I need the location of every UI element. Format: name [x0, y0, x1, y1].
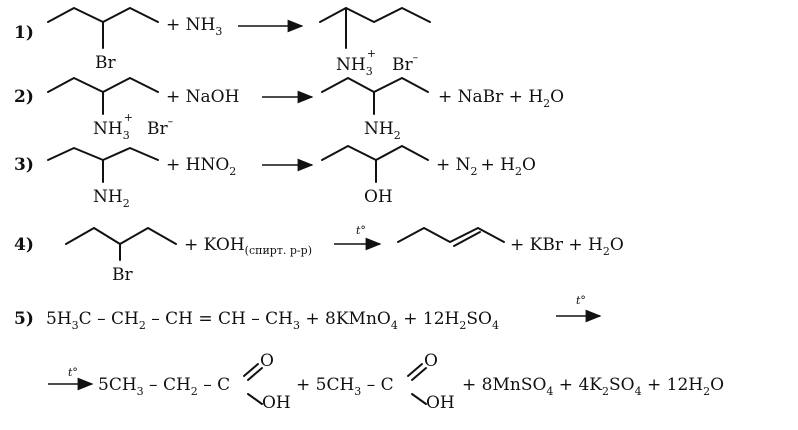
- reaction-1-reactant-br: Br: [95, 53, 116, 73]
- reaction-3-reactant-skeleton: [47, 147, 159, 161]
- reaction-4-product-double-bond: [453, 231, 481, 247]
- reaction-5-product-acetic-acid: + 5CH3 – C: [296, 375, 394, 398]
- reaction-5-product-propanoic-acid: 5CH3 – CH2 – C: [98, 375, 230, 398]
- reaction-1-product-bromide: Br–: [392, 51, 419, 75]
- reaction-2-reactant-ammonium: NH3+: [93, 111, 133, 142]
- reaction-2: 2) NH3+ Br– + NaOH NH2 + NaBr + H2O: [14, 77, 564, 142]
- reaction-5-continuation-condition: t°: [68, 366, 78, 379]
- reaction-2-label: 2): [14, 87, 34, 107]
- reaction-1-product-skeleton: [319, 7, 431, 23]
- reaction-5-p1-oxygen: O: [260, 351, 274, 371]
- reaction-1-product-ammonium: NH3+: [336, 47, 376, 78]
- reaction-3: 3) NH2 + HNO2 OH + N2+ H2O: [14, 145, 536, 210]
- reaction-2-reactant-bromide: Br–: [147, 115, 174, 139]
- reaction-2-reagent: + NaOH: [166, 87, 239, 107]
- reaction-5-reactants: 5H3C – CH2 – CH = CH – CH3 + 8KMnO4 + 12…: [46, 309, 499, 332]
- reaction-1-reagent: + NH3: [166, 15, 222, 38]
- reaction-4: 4) Br + KOH(спирт. р-р) t° + KBr + H2O: [14, 224, 624, 285]
- reaction-4-reagent: + KOH(спирт. р-р): [184, 235, 312, 257]
- reaction-5-p2-hydroxyl: OH: [426, 393, 455, 413]
- reaction-1: 1) Br + NH3 NH3+ Br–: [14, 7, 431, 78]
- reaction-4-reactant-skeleton: [65, 227, 177, 245]
- reaction-3-reagent: + HNO2: [166, 155, 236, 178]
- reaction-5-byproducts: + 8MnSO4 + 4K2SO4 + 12H2O: [462, 375, 724, 398]
- reaction-3-product-skeleton: [321, 145, 429, 161]
- reaction-4-condition: t°: [356, 224, 366, 237]
- reaction-4-label: 4): [14, 235, 34, 255]
- reaction-5-p2-double-bond-a: [407, 363, 423, 377]
- reaction-2-reactant-skeleton: [47, 77, 159, 93]
- reaction-5-p1-double-bond-b: [247, 367, 263, 381]
- reaction-3-product-hydroxyl: OH: [364, 187, 393, 207]
- reaction-5-p1-hydroxyl: OH: [262, 393, 291, 413]
- reaction-5-p2-oxygen: O: [424, 351, 438, 371]
- reaction-5: 5) 5H3C – CH2 – CH = CH – CH3 + 8KMnO4 +…: [14, 294, 724, 413]
- reaction-5-p1-double-bond-a: [243, 363, 259, 377]
- reaction-4-product-skeleton: [397, 227, 505, 243]
- reaction-2-product-amine: NH2: [364, 119, 401, 142]
- reaction-5-p2-double-bond-b: [411, 367, 427, 381]
- reaction-4-byproducts: + KBr + H2O: [510, 235, 624, 258]
- reaction-2-byproducts: + NaBr + H2O: [438, 87, 564, 110]
- reaction-5-p1-c-oh-bond: [247, 393, 263, 405]
- reaction-5-condition: t°: [576, 294, 586, 307]
- reaction-2-product-skeleton: [321, 77, 429, 93]
- reaction-4-reactant-br: Br: [112, 265, 133, 285]
- reaction-5-label: 5): [14, 309, 34, 329]
- reaction-5-p2-c-oh-bond: [411, 393, 427, 405]
- reaction-1-label: 1): [14, 23, 34, 43]
- reaction-1-reactant-skeleton: [47, 7, 159, 23]
- reaction-3-byproducts: + N2+ H2O: [436, 155, 536, 178]
- reaction-3-label: 3): [14, 155, 34, 175]
- reaction-3-reactant-amine: NH2: [93, 187, 130, 210]
